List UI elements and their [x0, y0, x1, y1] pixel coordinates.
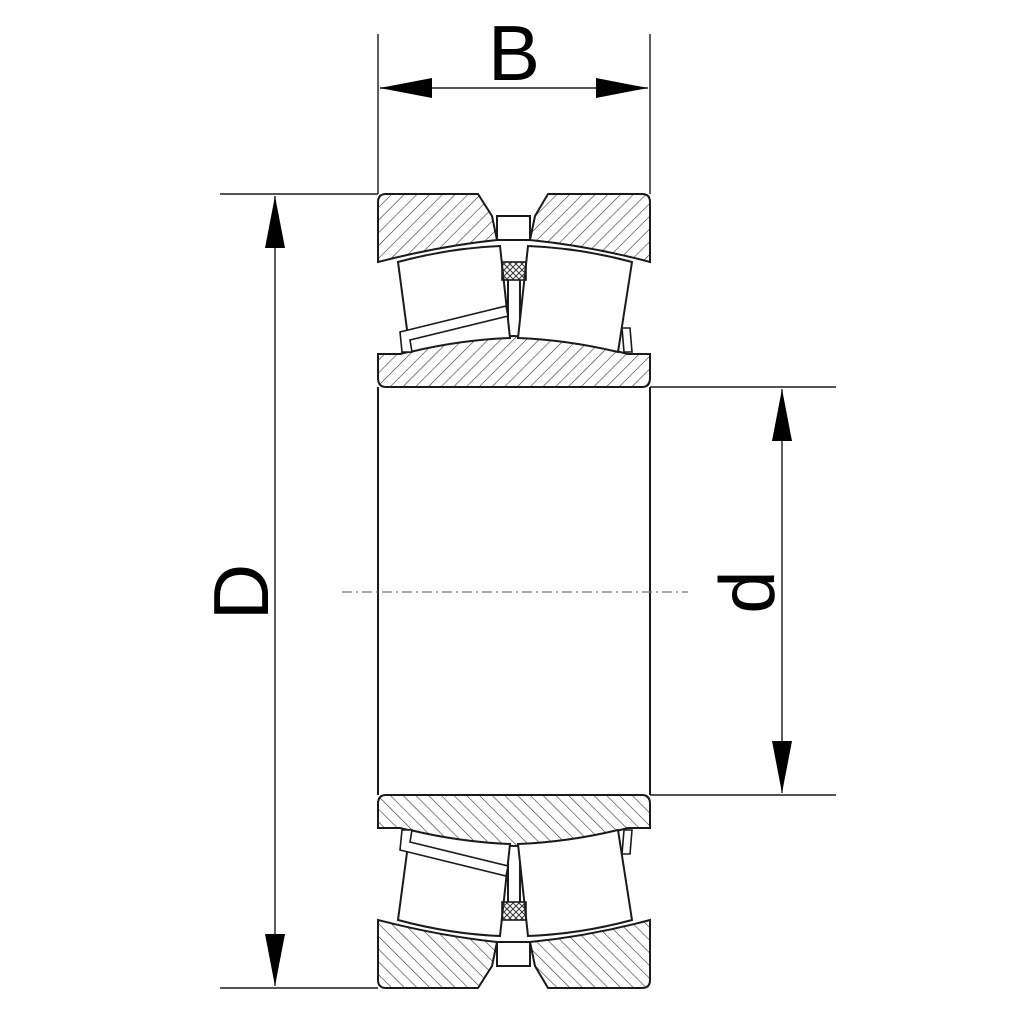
- width-dimension: B: [377, 9, 651, 194]
- guide-ring: [501, 261, 527, 281]
- outer-diameter-dimension: D: [197, 193, 378, 989]
- bore-diameter-dimension: d: [650, 386, 836, 796]
- bearing-section-lower: [377, 794, 651, 989]
- roller-right-lower: [516, 828, 634, 938]
- outer-ring-left: [377, 193, 499, 264]
- lubrication-groove: [496, 215, 531, 241]
- arrowhead-top: [265, 196, 285, 248]
- outer-ring-right-lower: [528, 918, 651, 989]
- arrowhead-left: [380, 78, 432, 98]
- bore-diameter-label: d: [703, 570, 791, 613]
- outer-ring-right: [528, 193, 651, 264]
- guide-ring-lower: [501, 901, 527, 921]
- cage-left-lower: [399, 829, 509, 877]
- cage-left: [399, 305, 509, 353]
- outer-ring-left-lower: [377, 918, 499, 989]
- bore-outline: [342, 387, 688, 795]
- arrowhead-right: [596, 78, 648, 98]
- arrowhead-bore-top: [772, 389, 792, 441]
- bearing-section-upper: [377, 193, 651, 388]
- outer-diameter-label: D: [197, 564, 285, 620]
- roller-right: [516, 244, 634, 354]
- arrowhead-bottom: [265, 934, 285, 986]
- lubrication-groove-lower: [496, 941, 531, 967]
- cage-right-lower: [621, 829, 633, 855]
- width-label: B: [488, 9, 540, 97]
- arrowhead-bore-bottom: [772, 741, 792, 793]
- cage-right: [621, 327, 633, 353]
